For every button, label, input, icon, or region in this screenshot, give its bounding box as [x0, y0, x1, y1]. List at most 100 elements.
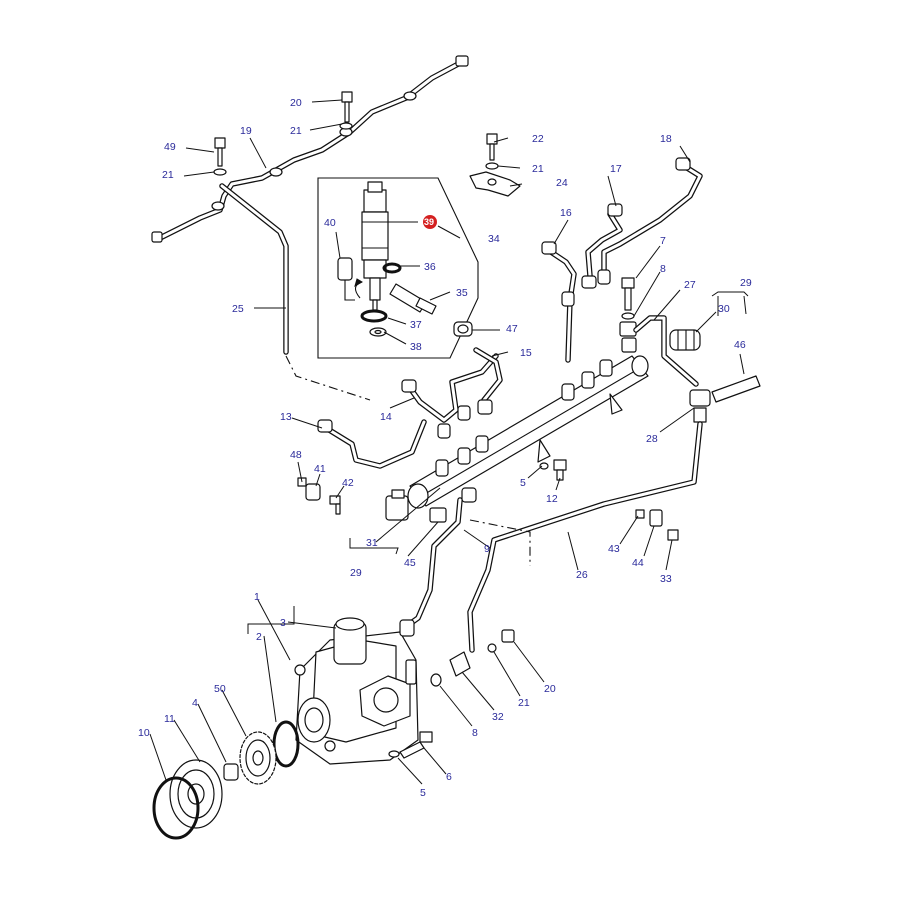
rail-port-2[interactable]: [457, 447, 471, 465]
callout-11[interactable]: 11: [164, 713, 175, 725]
callout-34[interactable]: 34: [488, 233, 500, 245]
connector-35[interactable]: [389, 283, 437, 315]
callout-17[interactable]: 17: [610, 163, 622, 175]
callout-8-rail[interactable]: 8: [660, 263, 666, 275]
callout-30[interactable]: 30: [718, 303, 730, 315]
fuel-pipe-14[interactable]: [401, 353, 499, 439]
callout-21-pump[interactable]: 21: [518, 697, 530, 709]
callout-16[interactable]: 16: [560, 207, 572, 219]
callout-9[interactable]: 9: [484, 543, 490, 555]
callout-29-left[interactable]: 29: [350, 567, 362, 579]
callout-2[interactable]: 2: [256, 631, 262, 643]
seal-8-rail[interactable]: [621, 312, 635, 320]
high-pressure-pump-1[interactable]: [294, 631, 419, 765]
clamp-40[interactable]: [337, 257, 355, 301]
callout-10[interactable]: 10: [138, 727, 150, 739]
bolt-20-pump[interactable]: [501, 629, 515, 643]
injector-39[interactable]: [361, 181, 389, 311]
callout-37[interactable]: 37: [410, 319, 422, 331]
bracket-24[interactable]: [469, 171, 521, 197]
washer-5-rail[interactable]: [539, 462, 549, 470]
callout-8-pump[interactable]: 8: [472, 727, 478, 739]
pump-fitting[interactable]: [399, 619, 417, 685]
bolt-20-top[interactable]: [341, 91, 353, 123]
callout-19[interactable]: 19: [240, 125, 252, 137]
washer-21-top[interactable]: [339, 122, 353, 130]
callout-21-left[interactable]: 21: [162, 169, 174, 181]
pressure-sensor-46[interactable]: [711, 375, 761, 403]
callout-32[interactable]: 32: [492, 711, 504, 723]
bracket-45[interactable]: [429, 507, 447, 523]
callout-42[interactable]: 42: [342, 477, 354, 489]
high-pressure-pipe-9[interactable]: [401, 487, 477, 631]
callout-48[interactable]: 48: [290, 449, 302, 461]
callout-3[interactable]: 3: [280, 617, 286, 629]
valve-body[interactable]: [619, 321, 637, 353]
callout-4[interactable]: 4: [192, 697, 198, 709]
rail-port-1[interactable]: [435, 459, 449, 477]
callout-31[interactable]: 31: [366, 537, 378, 549]
screw-42[interactable]: [329, 495, 341, 515]
callout-41[interactable]: 41: [314, 463, 326, 475]
clip-44[interactable]: [649, 509, 663, 527]
ring-10[interactable]: [152, 776, 200, 840]
callout-33[interactable]: 33: [660, 573, 672, 585]
fitting-47[interactable]: [453, 321, 473, 337]
gear-50[interactable]: [239, 731, 277, 785]
fuel-pipe-16[interactable]: [541, 241, 577, 363]
leak-off-pipe-27[interactable]: [633, 315, 699, 387]
washer-23[interactable]: [485, 162, 499, 170]
callout-40[interactable]: 40: [324, 217, 336, 229]
callout-21-bracket[interactable]: 21: [532, 163, 544, 175]
callout-24[interactable]: 24: [556, 177, 568, 189]
callout-39-highlight[interactable]: 39: [423, 215, 437, 229]
callout-5-rail[interactable]: 5: [520, 477, 526, 489]
metering-valve-3[interactable]: [333, 617, 367, 665]
rail-port-5[interactable]: [581, 371, 595, 389]
return-line-19[interactable]: [151, 55, 469, 243]
return-line-26[interactable]: [467, 421, 703, 653]
fuel-pipe-18[interactable]: [597, 157, 703, 285]
callout-18[interactable]: 18: [660, 133, 672, 145]
callout-15[interactable]: 15: [520, 347, 532, 359]
bolt-12[interactable]: [553, 459, 567, 481]
callout-47[interactable]: 47: [506, 323, 518, 335]
fuel-pipe-13[interactable]: [317, 419, 427, 469]
callout-36[interactable]: 36: [424, 261, 436, 273]
callout-13[interactable]: 13: [280, 411, 292, 423]
union-28[interactable]: [689, 389, 711, 423]
o-ring-36[interactable]: [382, 262, 402, 274]
callout-46[interactable]: 46: [734, 339, 746, 351]
callout-20-pump[interactable]: 20: [544, 683, 556, 695]
bolt-22[interactable]: [486, 133, 498, 161]
rail-port-3[interactable]: [475, 435, 489, 453]
callout-50[interactable]: 50: [214, 683, 226, 695]
o-ring-2[interactable]: [272, 720, 300, 768]
callout-44[interactable]: 44: [632, 557, 644, 569]
callout-45[interactable]: 45: [404, 557, 416, 569]
rail-sensor-31[interactable]: [385, 489, 409, 521]
bolt-49[interactable]: [214, 137, 226, 167]
bolt-6[interactable]: [399, 731, 433, 759]
callout-35[interactable]: 35: [456, 287, 468, 299]
washer-21-left[interactable]: [213, 168, 227, 176]
callout-6[interactable]: 6: [446, 771, 452, 783]
washer-38[interactable]: [369, 327, 387, 337]
callout-5-pump[interactable]: 5: [420, 787, 426, 799]
washer-21-pump[interactable]: [487, 643, 497, 653]
rail-port-4[interactable]: [561, 383, 575, 401]
callout-22[interactable]: 22: [532, 133, 544, 145]
callout-12[interactable]: 12: [546, 493, 558, 505]
nut-4[interactable]: [223, 763, 239, 781]
callout-14[interactable]: 14: [380, 411, 392, 423]
screw-33[interactable]: [667, 529, 679, 541]
seal-ring-37[interactable]: [360, 309, 388, 323]
callout-1[interactable]: 1: [254, 591, 260, 603]
nut-43[interactable]: [635, 509, 645, 519]
washer-5-pump[interactable]: [388, 750, 400, 758]
pressure-valve-7[interactable]: [621, 277, 635, 311]
callout-29-right[interactable]: 29: [740, 277, 752, 289]
callout-21-top[interactable]: 21: [290, 125, 302, 137]
callout-20-top[interactable]: 20: [290, 97, 302, 109]
fuel-pipe-17[interactable]: [581, 203, 623, 289]
